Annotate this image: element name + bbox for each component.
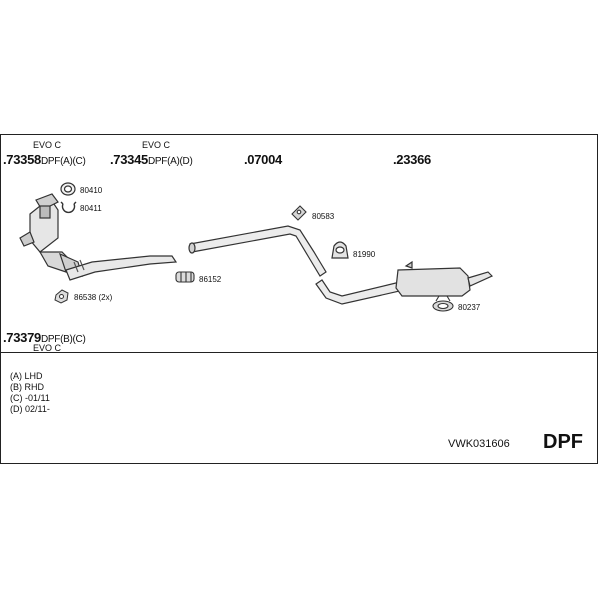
label-80237[interactable]: 80237 [458,303,481,312]
part-1-evo: EVO C [33,140,62,150]
type-label: DPF [543,431,583,453]
part-3-number[interactable]: .07004 [244,152,282,167]
system-code: VWK031606 [448,438,510,450]
hanger-80237 [432,295,454,312]
part-5-evo: EVO C [33,343,62,353]
hanger-80583 [291,205,307,221]
part-2-number[interactable]: .73345DPF(A)(D) [110,152,193,167]
legend-divider [0,352,598,353]
label-80583[interactable]: 80583 [312,212,335,221]
label-80410[interactable]: 80410 [80,186,103,195]
label-81990[interactable]: 81990 [353,250,376,259]
part-4-number[interactable]: .23366 [393,152,431,167]
middle-pipe [188,225,327,277]
label-80411[interactable]: 80411 [80,204,102,213]
label-86538[interactable]: 86538 (2x) [74,293,113,302]
clamp-80411 [60,201,77,214]
label-86152[interactable]: 86152 [199,275,222,284]
rear-pipe-silencer [315,260,494,305]
gasket-80410 [60,182,76,196]
nut-86538 [54,289,69,304]
legend-item: (B) RHD [10,382,44,392]
dpf-catalytic-converter [19,193,178,281]
legend: (A) LHD (B) RHD (C) -01/11 (D) 02/11- [10,371,50,415]
legend-item: (C) -01/11 [10,393,50,403]
diagram-frame [0,134,598,464]
part-1-number[interactable]: .73358DPF(A)(C) [3,152,86,167]
clamp-81990 [331,241,349,259]
legend-item: (A) LHD [10,371,43,381]
part-2-evo: EVO C [142,140,171,150]
clamp-86152 [175,271,195,283]
part-5-number[interactable]: .73379DPF(B)(C) [3,330,86,345]
legend-item: (D) 02/11- [10,404,50,414]
